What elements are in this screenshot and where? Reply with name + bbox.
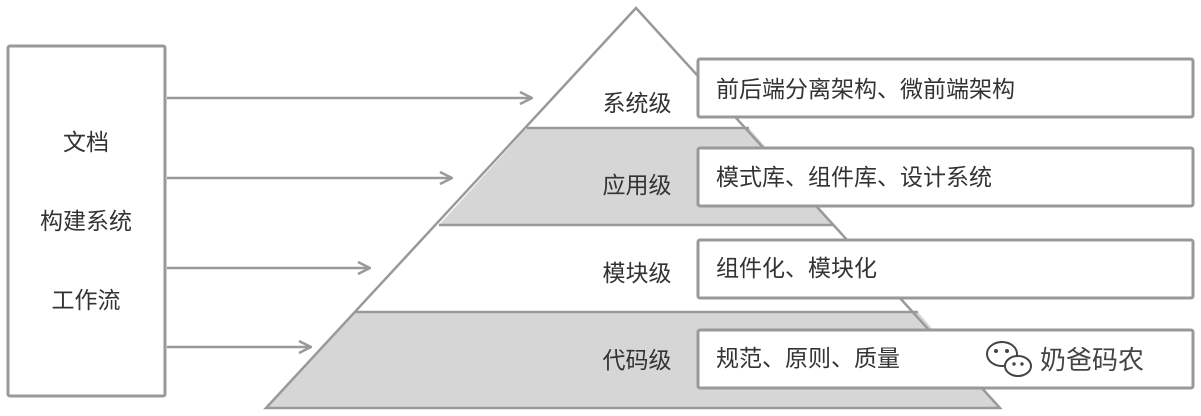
desc-text-code: 规范、原则、质量 bbox=[716, 346, 900, 372]
watermark-text: 奶爸码农 bbox=[1040, 346, 1144, 376]
pyramid-outline bbox=[263, 6, 1003, 410]
wechat-icon bbox=[986, 341, 1032, 377]
left-item-workflow: 工作流 bbox=[52, 288, 121, 314]
level-label-module: 模块级 bbox=[603, 261, 672, 287]
level-label-system: 系统级 bbox=[603, 91, 672, 117]
desc-text-application: 模式库、组件库、设计系统 bbox=[716, 165, 992, 191]
left-item-build-system: 构建系统 bbox=[40, 209, 132, 235]
desc-text-module: 组件化、模块化 bbox=[716, 256, 877, 282]
desc-box-module bbox=[696, 238, 1195, 300]
desc-box-application bbox=[696, 146, 1195, 208]
level-label-application: 应用级 bbox=[603, 173, 672, 199]
desc-box-code bbox=[696, 328, 1195, 390]
level-label-code: 代码级 bbox=[603, 348, 672, 374]
left-box bbox=[6, 44, 167, 398]
left-item-docs: 文档 bbox=[63, 130, 109, 156]
desc-text-system: 前后端分离架构、微前端架构 bbox=[716, 77, 1015, 103]
desc-box-system bbox=[696, 57, 1195, 119]
